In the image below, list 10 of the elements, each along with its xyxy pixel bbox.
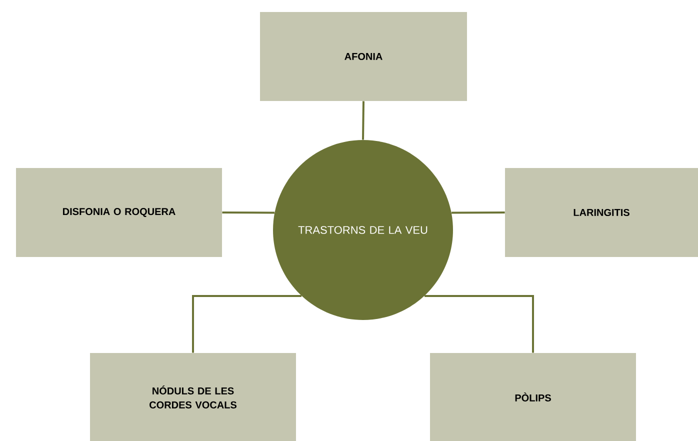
topic-box: LARINGITIS <box>505 168 698 257</box>
topic-box: PÒLIPS <box>430 352 636 441</box>
connector-line <box>362 101 364 140</box>
connector-line <box>192 294 302 353</box>
topic-box: AFONIA <box>260 12 467 101</box>
connector-line <box>424 294 534 353</box>
topic-box: DISFONIA O ROQUERA <box>16 168 222 257</box>
topic-box: NÓDULS DE LES CORDES VOCALS <box>90 352 296 441</box>
connector-line <box>452 211 505 214</box>
connector-line <box>222 211 274 214</box>
